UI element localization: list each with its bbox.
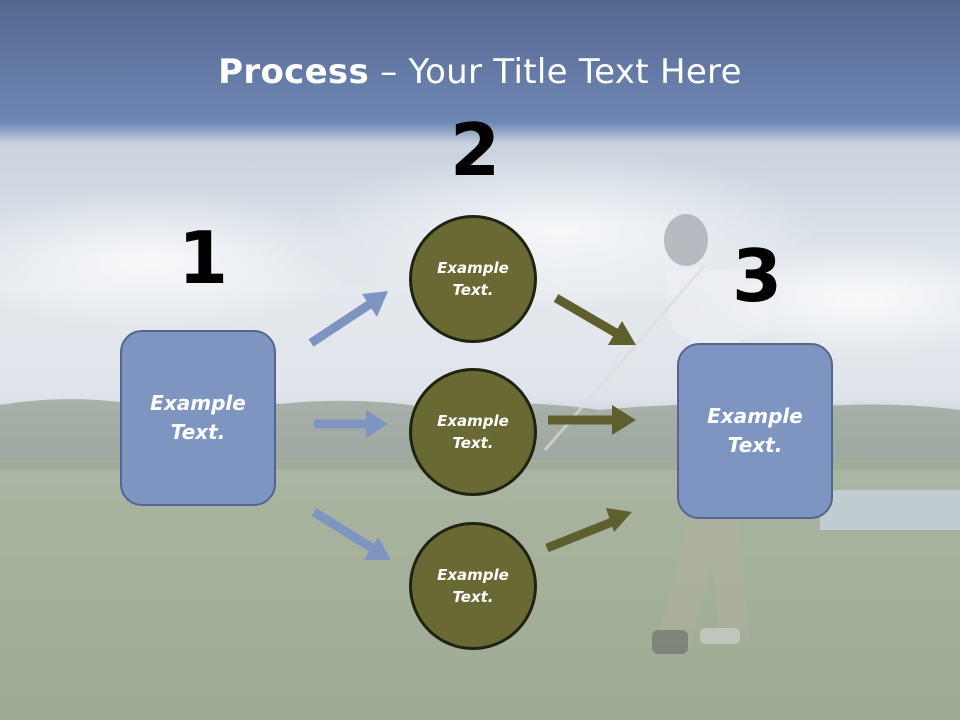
arrow-bottom-to-right: [545, 508, 632, 553]
circle-bottom-line2: Text.: [452, 588, 494, 606]
step-number-2: 2: [450, 108, 501, 192]
arrow-middle-to-right: [548, 405, 636, 435]
arrow-top-to-right: [553, 294, 636, 345]
circle-top: Example Text.: [409, 215, 537, 343]
circle-bottom: Example Text.: [409, 522, 537, 650]
arrow-left-to-middle: [314, 410, 388, 438]
arrow-left-to-top: [308, 291, 388, 347]
step-3-text-line2: Text.: [727, 433, 783, 457]
circle-middle-line2: Text.: [452, 434, 494, 452]
slide-title: Process – Your Title Text Here: [0, 52, 960, 92]
step-1-text-line1: Example: [150, 391, 246, 415]
title-strong: Process: [218, 52, 370, 92]
title-rest: – Your Title Text Here: [369, 52, 742, 92]
step-3-text-line1: Example: [707, 404, 803, 428]
step-1-text-line2: Text.: [170, 420, 226, 444]
circle-top-line2: Text.: [452, 281, 494, 299]
circle-middle: Example Text.: [409, 368, 537, 496]
step-3-box: Example Text.: [677, 343, 833, 519]
step-1-box: Example Text.: [120, 330, 276, 506]
step-number-1: 1: [178, 216, 229, 300]
step-number-3: 3: [732, 234, 783, 318]
circle-bottom-line1: Example: [437, 565, 509, 584]
circle-top-line1: Example: [437, 258, 509, 277]
arrow-left-to-bottom: [311, 508, 391, 560]
circle-middle-line1: Example: [437, 411, 509, 430]
